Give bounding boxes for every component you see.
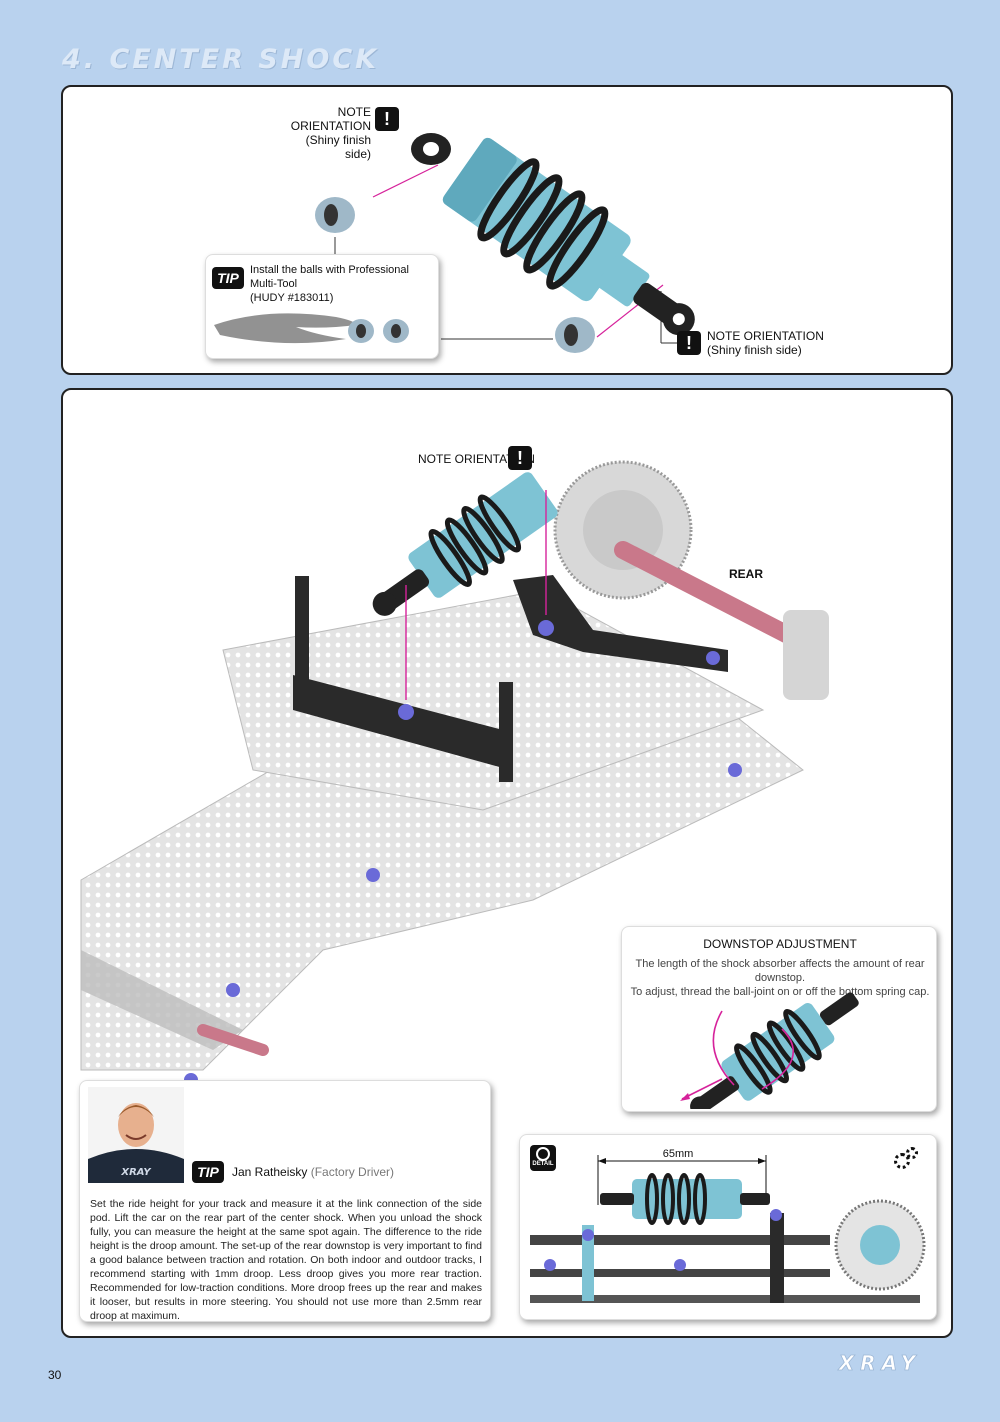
driver-photo: XRAY xyxy=(88,1087,184,1183)
downstop-illustration xyxy=(680,992,859,1109)
driver-tip-text: Set the ride height for your track and m… xyxy=(90,1198,482,1322)
warning-icon: ! xyxy=(375,107,399,131)
tip-badge: TIP xyxy=(212,267,244,289)
note-orientation-label-top: NOTE ORIENTATION (Shiny finish side) xyxy=(285,105,371,161)
main-instruction-panel: NOTE ORIENTATION ! REAR xyxy=(61,388,953,1338)
warning-icon: ! xyxy=(508,446,532,470)
xray-logo-text: XRAY xyxy=(837,1352,922,1374)
multitool-illustration xyxy=(214,313,409,344)
note-title: NOTE ORIENTATION xyxy=(707,329,824,343)
section-title: 4. CENTER SHOCK xyxy=(62,44,380,75)
tip-line: (HUDY #183011) xyxy=(250,292,334,304)
rear-label: REAR xyxy=(729,567,764,581)
top-instruction-panel: NOTE ORIENTATION (Shiny finish side) ! xyxy=(61,85,953,375)
note-sub: (Shiny finish side) xyxy=(305,133,371,161)
downstop-text: The length of the shock absorber affects… xyxy=(622,957,938,999)
note-sub: (Shiny finish side) xyxy=(707,343,802,357)
pivot-ball xyxy=(555,317,595,353)
dimension-label: 65mm xyxy=(662,1148,694,1160)
shock-exploded-illustration xyxy=(315,133,695,353)
downstop-line: The length of the shock absorber affects… xyxy=(635,958,925,984)
pivot-ball xyxy=(315,197,355,233)
driver-name: Jan Ratheisky xyxy=(232,1165,308,1179)
downstop-adjustment-box: DOWNSTOP ADJUSTMENT The length of the sh… xyxy=(621,926,937,1112)
note-title: NOTE ORIENTATION xyxy=(290,105,371,133)
driver-role: (Factory Driver) xyxy=(310,1165,395,1179)
downstop-line: To adjust, thread the ball-joint on or o… xyxy=(630,986,930,998)
note-orientation-label-main: NOTE ORIENTATION xyxy=(418,452,535,466)
chassis-illustration xyxy=(80,460,829,1087)
tip-badge: TIP xyxy=(192,1161,224,1183)
tip-text: Install the balls with Professional Mult… xyxy=(250,263,435,305)
detail-illustration xyxy=(530,1155,926,1303)
note-orientation-label-bottom: NOTE ORIENTATION (Shiny finish side) xyxy=(707,329,824,357)
xray-logo: XRAY xyxy=(800,1351,960,1379)
page-number: 30 xyxy=(48,1368,62,1382)
driver-tip-box: XRAY TIP Jan Ratheisky (Factory Driver) … xyxy=(79,1080,491,1322)
shirt-logo: XRAY xyxy=(120,1167,152,1178)
detail-badge: DETAIL xyxy=(532,1161,554,1167)
tip-box-multitool: TIP Install the balls with Professional … xyxy=(205,254,439,359)
gear-check-icon xyxy=(890,1147,924,1177)
detail-icon: DETAIL xyxy=(530,1145,556,1171)
downstop-title: DOWNSTOP ADJUSTMENT xyxy=(703,937,857,951)
xray-logo-mark: XRAY xyxy=(836,1351,922,1376)
tip-line: Install the balls with Professional Mult… xyxy=(250,264,409,290)
detail-box: DETAIL 65mm xyxy=(519,1134,937,1320)
driver-credit: Jan Ratheisky (Factory Driver) xyxy=(232,1165,394,1179)
warning-icon: ! xyxy=(677,331,701,355)
